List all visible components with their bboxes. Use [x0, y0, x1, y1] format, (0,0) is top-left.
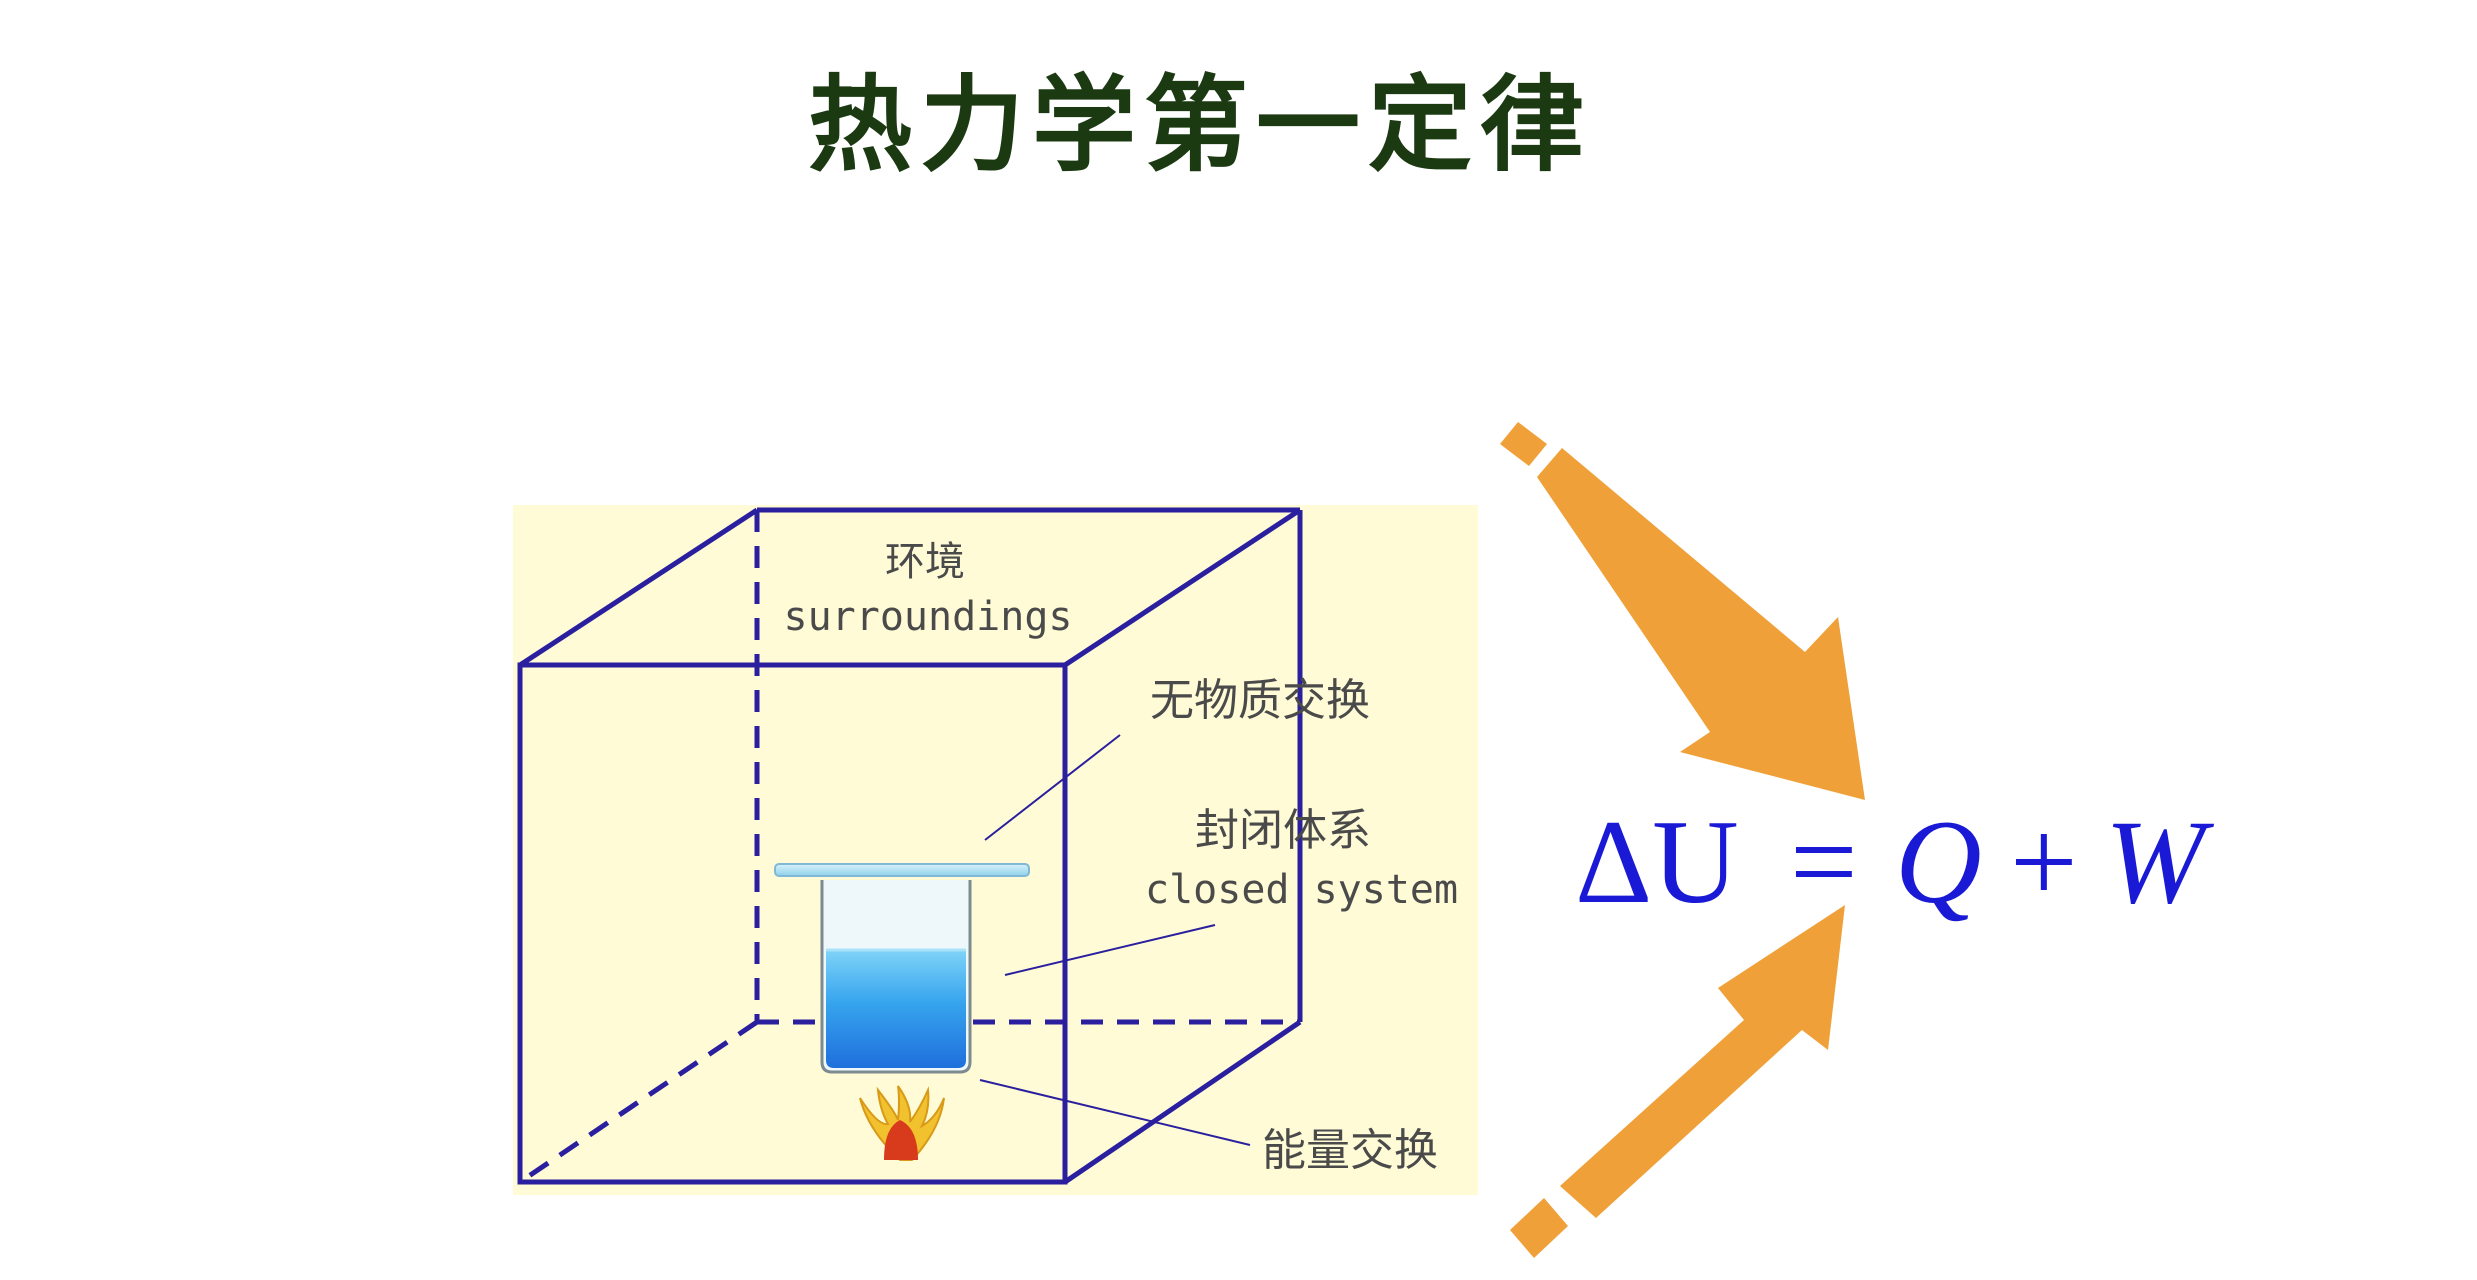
label-surroundings-en: surroundings [784, 594, 1073, 640]
leader-lines [979, 734, 1251, 1146]
label-closed-system-en: closed system [1145, 867, 1458, 913]
equation-delta-u: ΔU [1575, 795, 1739, 928]
equation-equals: = [1790, 795, 1858, 928]
equation-plus: + [2010, 795, 2078, 928]
page-title: 热力学第一定律 [807, 64, 1592, 186]
label-no-matter-exchange: 无物质交换 [1150, 675, 1370, 726]
flame-icon [859, 1085, 945, 1161]
equation-w: W [2105, 795, 2215, 928]
label-closed-system-cn: 封闭体系 [1195, 805, 1371, 856]
label-energy-exchange: 能量交换 [1262, 1125, 1438, 1176]
arrow-lower [1510, 905, 1845, 1258]
arrow-upper [1500, 422, 1865, 800]
label-surroundings-cn: 环境 [885, 539, 965, 585]
beaker-icon [774, 863, 1030, 1074]
cube-visible-edges [517, 507, 1303, 1185]
first-law-equation: ΔU = Q + W [1575, 795, 2215, 928]
equation-q: Q [1895, 795, 1982, 928]
surroundings-panel [513, 505, 1478, 1195]
